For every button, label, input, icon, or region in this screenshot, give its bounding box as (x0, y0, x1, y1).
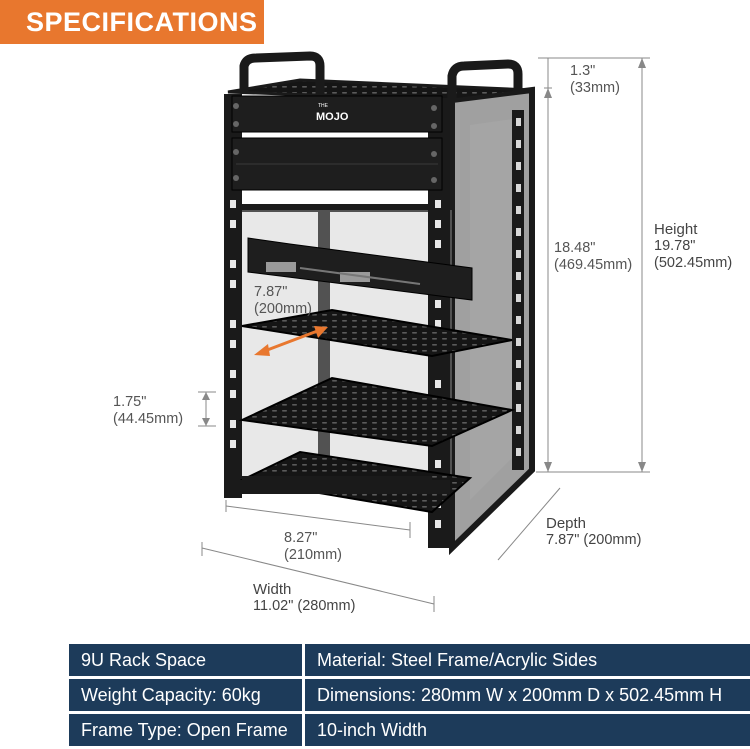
inner-height-imperial: 18.48" (554, 240, 596, 256)
depth-value: 7.87" (200mm) (546, 532, 642, 548)
specifications-banner: SPECIFICATIONS (0, 0, 264, 44)
height-label: Height 19.78" (502.45mm) (654, 221, 732, 272)
spec-cell-left: 9U Rack Space (69, 644, 302, 676)
inner-height-metric: (469.45mm) (554, 257, 633, 273)
inner-width-metric: (210mm) (284, 547, 343, 563)
rack-unit-imperial: 1.75" (113, 394, 147, 410)
height-imperial: 19.78" (654, 238, 696, 254)
top-gap-imperial: 1.3" (570, 63, 596, 79)
banner-title: SPECIFICATIONS (26, 6, 258, 37)
left-handle (239, 51, 325, 94)
top-gap-label: 1.3" (33mm) (570, 63, 620, 97)
width-value: 11.02" (280mm) (253, 598, 356, 614)
top-gap-metric: (33mm) (570, 80, 620, 96)
spec-cell-left: Frame Type: Open Frame (69, 714, 302, 746)
shelf-middle (238, 376, 516, 448)
right-handle (447, 59, 523, 100)
width-title: Width (253, 581, 292, 598)
spec-table: 9U Rack Space Material: Steel Frame/Acry… (69, 644, 750, 749)
logo-small-text: THE (318, 103, 329, 109)
spec-row: Frame Type: Open Frame 10-inch Width (69, 714, 750, 746)
spec-cell-right: 10-inch Width (305, 714, 750, 746)
shelf-upper (241, 308, 513, 358)
dimension-lines (198, 57, 650, 612)
inner-height-label: 18.48" (469.45mm) (554, 240, 632, 274)
height-metric: (502.45mm) (654, 255, 733, 271)
rack-illustration: THE MOJO (198, 51, 650, 612)
width-label: Width 11.02" (280mm) (253, 581, 355, 615)
rack-unit-metric: (44.45mm) (113, 411, 184, 427)
inner-width-imperial: 8.27" (284, 530, 318, 546)
side-rail (512, 110, 524, 470)
inner-width-label: 8.27" (210mm) (284, 530, 342, 564)
height-title: Height (654, 221, 698, 238)
spec-cell-right: Dimensions: 280mm W x 200mm D x 502.45mm… (305, 679, 750, 711)
left-front-rail (224, 94, 242, 498)
spec-row: 9U Rack Space Material: Steel Frame/Acry… (69, 644, 750, 676)
depth-title: Depth (546, 515, 587, 532)
shelf-depth-arrow (254, 326, 328, 356)
spec-cell-left: Weight Capacity: 60kg (69, 679, 302, 711)
shelf-depth-metric: (200mm) (254, 301, 313, 317)
top-blank-panel (231, 95, 443, 133)
shelf-depth-label: 7.87" (200mm) (254, 284, 312, 318)
mounting-bracket (247, 237, 473, 301)
spec-row: Weight Capacity: 60kg Dimensions: 280mm … (69, 679, 750, 711)
spec-cell-right: Material: Steel Frame/Acrylic Sides (305, 644, 750, 676)
rack-unit-label: 1.75" (44.45mm) (113, 394, 183, 428)
depth-label: Depth 7.87" (200mm) (546, 515, 641, 549)
shelf-depth-imperial: 7.87" (254, 284, 288, 300)
logo-text: MOJO (316, 111, 349, 123)
